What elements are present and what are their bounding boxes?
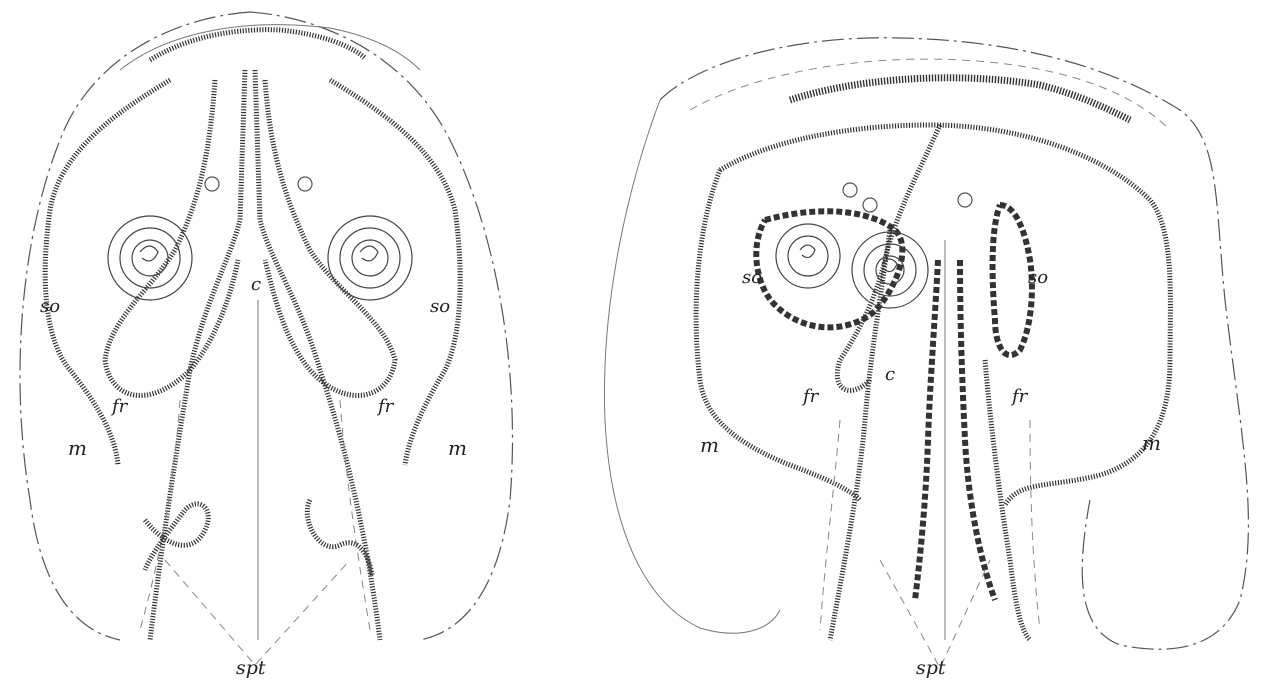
left-label-m-left: m [68,436,87,460]
left-left-lateral-ladder [45,80,170,465]
right-eye-right [852,232,928,308]
left-midline-rod-left [150,70,245,640]
left-central-diamond-right [265,80,395,395]
right-label-c: c [885,364,895,385]
left-right-lateral-ladder [330,80,460,465]
right-ladder-upper-strand [837,125,940,390]
right-small-circle-a [843,183,857,197]
right-small-circle-b [863,198,877,212]
left-fr-line-right [340,400,370,630]
right-inner-outline [690,59,1170,130]
right-label-m-left: m [700,433,719,457]
left-eye-left [108,216,192,300]
left-label-m-right: m [448,436,467,460]
left-top-band-outer [120,25,420,70]
right-embryo-figure: c so so fr fr m m spt [604,38,1248,679]
right-so-sac-right [993,205,1032,355]
left-small-circle-left [205,177,219,191]
right-outer-outline [660,38,1248,649]
right-so-sac-left [756,211,902,327]
right-label-fr-left: fr [801,386,820,407]
right-eye-left [776,224,840,288]
left-label-fr-left: fr [110,396,129,417]
right-spt-lines [880,560,990,668]
left-label-fr-right: fr [376,396,395,417]
right-label-so-right: so [1028,267,1048,288]
right-small-circle-c [958,193,972,207]
left-embryo-figure: c so so fr fr m m spt [20,12,513,679]
left-top-band [150,30,365,60]
right-label-so-left: so [742,267,762,288]
left-fr-line-left [140,400,180,630]
right-fr-line-right [1030,420,1040,630]
right-label-m-right: m [1142,431,1161,455]
left-eye-right [328,216,412,300]
right-label-spt: spt [916,657,946,679]
left-label-so-right: so [430,296,450,317]
left-label-so-left: so [40,296,60,317]
right-label-fr-right: fr [1010,386,1029,407]
left-hook-loop-left [145,504,208,570]
left-small-circle-right [298,177,312,191]
right-outer-outline-left [604,100,780,633]
left-label-c: c [251,274,261,295]
right-chain-left [915,260,938,600]
right-top-band [790,78,1130,120]
left-label-spt: spt [236,657,266,679]
